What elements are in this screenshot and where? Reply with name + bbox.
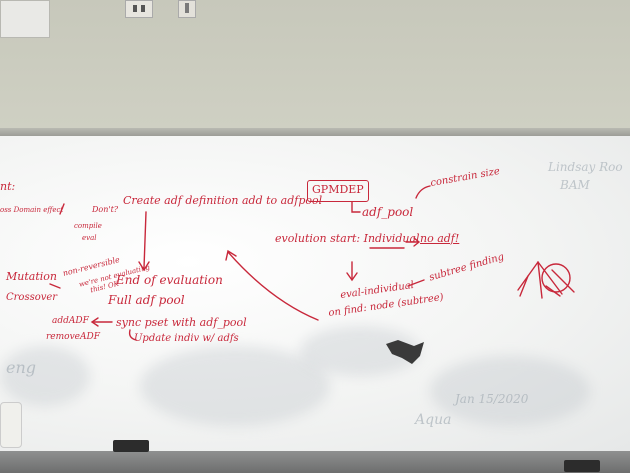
domain-effect-note: oss Domain effect [0,206,64,214]
curve-arrow [227,251,319,321]
ghost-text: BAM [560,178,590,192]
ghost-text: Lindsay Roo [548,160,623,174]
crossover-label: Crossover [6,292,58,303]
power-outlet [125,0,153,18]
eraser [564,460,600,472]
sync-pset-step: sync pset with adf_pool [116,316,247,329]
eraser [113,440,149,452]
marker-tray [0,451,630,473]
wall [0,0,630,128]
eval-note: eval [82,234,97,242]
ghost-text: Jan 15/2020 [455,392,529,406]
wall-cabinet [0,0,50,38]
dont-note: Don't? [92,205,119,214]
add-adf-label: addADF [52,316,89,326]
ink-smudge [386,340,424,364]
adf-pool-label: adf_pool [362,205,414,219]
gpmdep-box [307,180,369,202]
create-adf-step: Create adf definition add to adfpool [123,194,323,207]
notes-fragment: nt: [0,180,16,193]
mutation-label: Mutation [6,270,57,283]
compile-note: compile [74,222,102,230]
end-of-evaluation-step: End of evaluation [116,273,223,287]
whiteboard [0,136,630,451]
ghost-text: Aqua [415,412,452,428]
remove-adf-label: removeADF [46,332,100,342]
light-switch [178,0,196,18]
no-adf-note: no adf! [420,232,460,245]
arrow-create-to-end [143,211,147,269]
evolution-start-label: evolution start: Individual [275,232,420,245]
gpmdep-label: GPMDEP [312,183,364,196]
whiteboard-frame-top [0,128,630,136]
cup [0,402,22,448]
ghost-text: eng [6,358,37,377]
full-adf-pool-step: Full adf pool [108,293,185,307]
update-indiv-step: Update indiv w/ adfs [134,333,239,344]
